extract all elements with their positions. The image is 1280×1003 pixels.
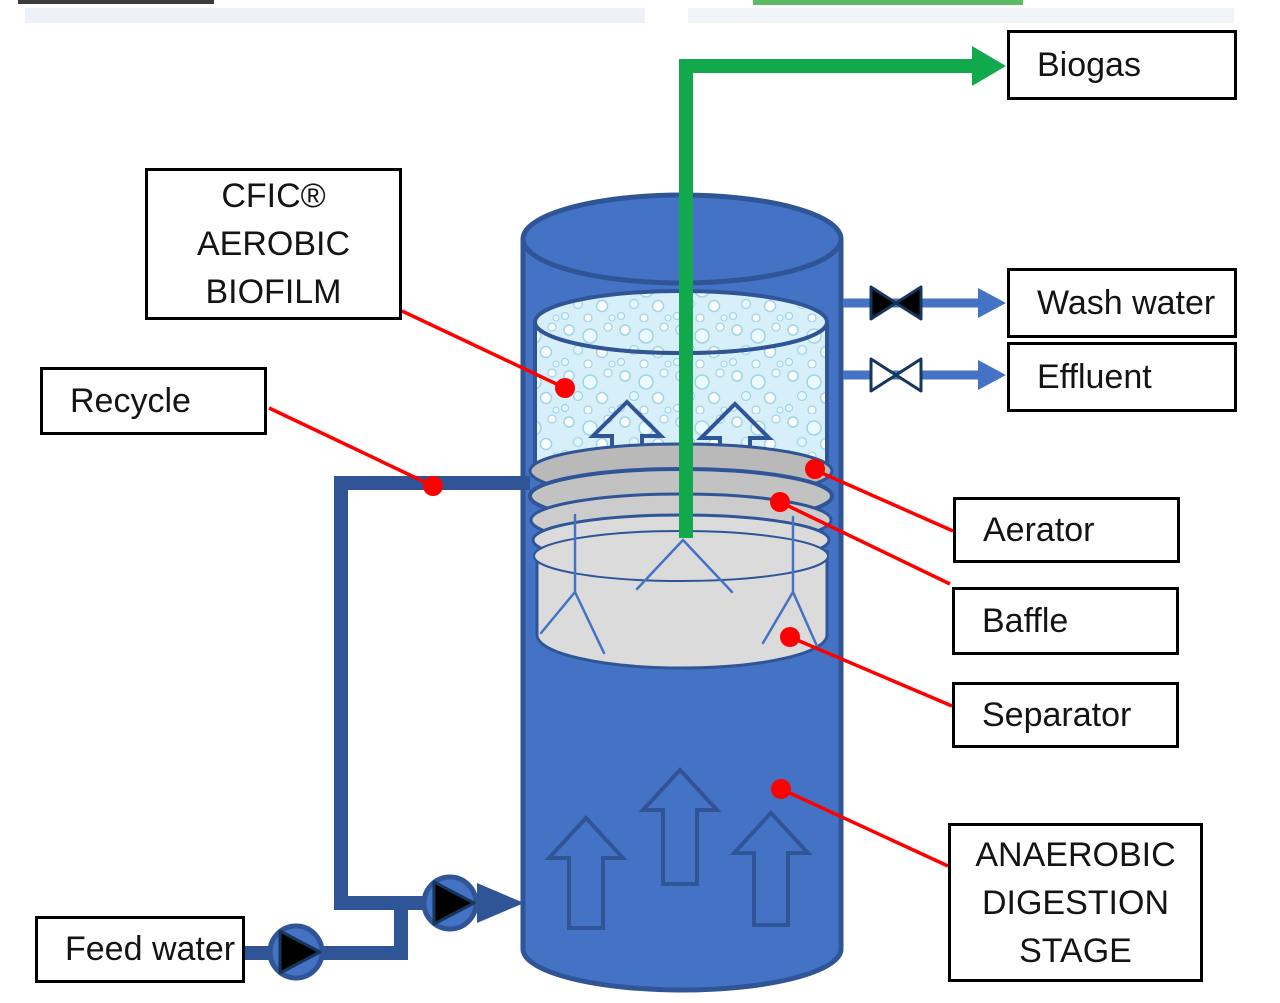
leader-aerator bbox=[814, 468, 954, 533]
feed-pump-icon bbox=[267, 923, 325, 981]
label-box-baffle: Baffle bbox=[952, 587, 1179, 655]
anaerobic-stage-arrows bbox=[544, 767, 813, 930]
leader-dot-aerator bbox=[805, 459, 825, 479]
label-box-separator: Separator bbox=[952, 682, 1179, 748]
aerator-label: Aerator bbox=[983, 510, 1095, 549]
funnel-center bbox=[635, 538, 734, 594]
wash-water-line bbox=[843, 285, 1006, 321]
up-arrow-icon bbox=[544, 815, 628, 930]
label-box-feed-water: Feed water bbox=[35, 916, 245, 983]
effluent-label: Effluent bbox=[1037, 357, 1152, 396]
cfic-line-1: CFIC® bbox=[221, 177, 326, 215]
separator-label: Separator bbox=[982, 695, 1132, 734]
funnel-left bbox=[539, 513, 606, 655]
leader-baffle bbox=[779, 500, 951, 586]
biogas-label: Biogas bbox=[1037, 45, 1141, 84]
leader-recycle bbox=[268, 406, 434, 488]
recycle-feed-piping bbox=[245, 476, 530, 981]
pump-triangle bbox=[432, 880, 476, 926]
up-arrow-icon bbox=[638, 767, 722, 886]
label-box-wash-water: Wash water bbox=[1007, 268, 1237, 338]
anaerobic-line-2: DIGESTION bbox=[981, 883, 1170, 922]
leader-dot-biofilm bbox=[555, 378, 575, 398]
separator-funnels bbox=[539, 513, 822, 655]
anaerobic-line-1: ANAEROBIC bbox=[975, 835, 1176, 874]
up-arrow-icon bbox=[729, 810, 813, 927]
label-box-recycle: Recycle bbox=[40, 367, 267, 435]
feed-water-label: Feed water bbox=[65, 930, 236, 968]
leader-dot-anaerobic bbox=[771, 779, 791, 799]
leader-dot-separator bbox=[780, 627, 800, 647]
effluent-arrowhead-icon bbox=[978, 360, 1006, 390]
cfic-line-3: BIOFILM bbox=[205, 273, 342, 311]
wash-water-arrowhead-icon bbox=[978, 288, 1006, 318]
funnel-right bbox=[761, 515, 822, 655]
recycle-label: Recycle bbox=[70, 381, 191, 420]
label-box-aerator: Aerator bbox=[953, 497, 1180, 563]
wash-water-label: Wash water bbox=[1037, 283, 1216, 322]
effluent-line bbox=[843, 357, 1006, 393]
baffle-ring bbox=[533, 530, 829, 582]
anaerobic-line-3: STAGE bbox=[1019, 931, 1132, 970]
baffle-label: Baffle bbox=[982, 601, 1069, 640]
artifact-band-right bbox=[688, 8, 1234, 23]
leader-lines bbox=[268, 309, 954, 868]
artifact-green-bar bbox=[753, 0, 1023, 5]
leader-dot-baffle bbox=[770, 492, 790, 512]
biogas-line bbox=[679, 46, 1006, 538]
biogas-arrowhead-icon bbox=[972, 46, 1006, 86]
label-box-effluent: Effluent bbox=[1007, 342, 1237, 412]
inlet-arrowhead-icon bbox=[477, 883, 524, 923]
valve-closed-icon bbox=[869, 285, 923, 321]
leader-dot-recycle bbox=[423, 476, 443, 496]
leader-cfic bbox=[401, 309, 566, 390]
label-box-biogas: Biogas bbox=[1007, 30, 1237, 100]
leader-anaerobic bbox=[780, 787, 949, 868]
label-box-anaerobic-digestion-stage: ANAEROBIC DIGESTION STAGE bbox=[948, 823, 1203, 982]
biogas-pipe bbox=[679, 59, 974, 538]
recycle-pump-icon bbox=[421, 874, 479, 932]
cfic-line-2: AEROBIC bbox=[196, 225, 351, 263]
top-edge-artifacts bbox=[18, 0, 1234, 23]
valve-open-icon bbox=[869, 357, 923, 393]
leader-separator bbox=[789, 635, 953, 708]
artifact-band-left bbox=[25, 8, 645, 23]
artifact-dark-bar bbox=[18, 0, 214, 4]
label-box-cfic-aerobic-biofilm: CFIC® AEROBIC BIOFILM bbox=[145, 168, 402, 320]
pump-triangle bbox=[278, 929, 322, 975]
